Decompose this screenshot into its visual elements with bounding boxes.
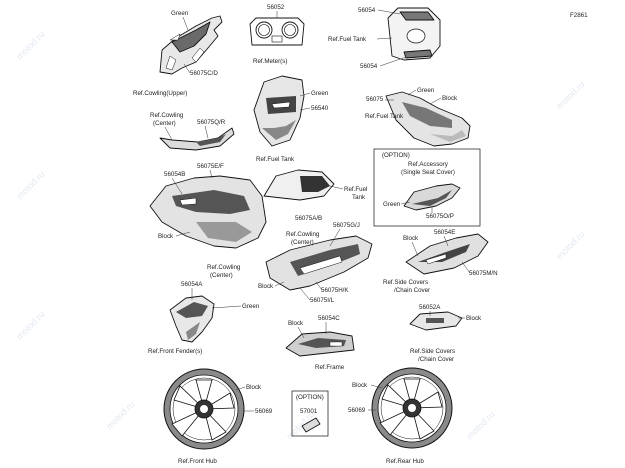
fuel-tank-top-decal [387, 7, 441, 61]
tank-side-decal [385, 91, 471, 147]
center-cowling-small-decal [159, 127, 235, 151]
part-number: 56069 [255, 408, 273, 415]
part-number: 56075G/J [333, 222, 360, 229]
color-label: Block [442, 95, 458, 102]
ref-label: (Center) [210, 272, 233, 279]
color-label: Block [258, 283, 274, 290]
ref-label: Ref.Rear Hub [386, 458, 424, 465]
part-number: 56075 [366, 96, 384, 103]
ref-label: Ref.Cowling [207, 264, 241, 271]
part-number: 56075Q/R [197, 119, 226, 126]
fuel-tank-small-decal [263, 169, 335, 201]
rear-wheel-decal [371, 367, 453, 449]
part-number: 56052A [419, 304, 441, 311]
watermark-text: motod.ru [554, 229, 586, 261]
watermark-text: motod.ru [554, 79, 586, 111]
center-cowling-middle-decal [265, 235, 373, 291]
part-number: 56075E/F [197, 163, 224, 170]
watermark-text: motod.ru [14, 169, 46, 201]
part-number: 56054E [434, 229, 455, 236]
ref-label: /Chain Cover [418, 356, 454, 363]
ref-label: Ref.Front Fender(s) [148, 348, 202, 355]
frame-decal [285, 331, 355, 357]
cowling-upper-decal [159, 15, 223, 75]
color-label: Block [466, 315, 482, 322]
color-label: Green [417, 87, 435, 94]
part-number: 57001 [300, 408, 318, 415]
center-cowling-left-decal [149, 175, 267, 249]
color-label: Green [311, 90, 329, 97]
part-number: 56069 [348, 407, 366, 414]
part-number: 56054A [181, 281, 203, 288]
watermark-text: motod.ru [104, 399, 136, 431]
ref-label: Ref.Fuel Tank [328, 36, 367, 43]
front-wheel-decal [163, 368, 245, 450]
color-label: Block [352, 382, 368, 389]
part-number: 56075A/B [295, 215, 322, 222]
part-number: 56052 [267, 4, 285, 11]
ref-label: Tank [352, 194, 366, 201]
ref-label: (Center) [291, 239, 314, 246]
chain-cover-decal [409, 311, 463, 331]
ref-label: Ref.Side Covers [410, 348, 455, 355]
ref-label: Ref.Fuel [344, 186, 367, 193]
side-cover-decal [405, 233, 489, 275]
seat-cover-option-box: (OPTION) Ref.Accessory (Single Seat Cove… [373, 148, 481, 227]
front-fender-decal [169, 295, 215, 343]
watermark-text: motod.ru [464, 409, 496, 441]
tool-option-box: (OPTION) 57001 [291, 390, 329, 437]
fuel-tank-center-decal [253, 75, 305, 147]
ref-label: /Chain Cover [394, 287, 430, 294]
ref-label: (Single Seat Cover) [401, 169, 455, 176]
watermark-text: motod.ru [14, 29, 46, 61]
color-label: Green [383, 201, 401, 208]
part-number: 56075O/P [426, 213, 454, 220]
part-number: 56054C [318, 315, 340, 322]
color-label: Block [288, 320, 304, 327]
ref-label: Ref.Side Covers [383, 279, 428, 286]
color-label: Block [246, 384, 262, 391]
color-label: Green [242, 303, 260, 310]
ref-label: Ref.Front Hub [178, 458, 217, 465]
part-number: 56075C/D [190, 70, 218, 77]
part-number: 56075I/L [310, 297, 335, 304]
color-label: Green [171, 10, 189, 17]
option-title: (OPTION) [382, 152, 410, 159]
part-number: 56054 [360, 63, 378, 70]
ref-label: Ref.Meter(s) [253, 58, 287, 65]
ref-label: Ref.Cowling(Upper) [133, 90, 187, 97]
meter-decal [249, 17, 305, 46]
part-number: 56054B [164, 171, 185, 178]
part-number: 56540 [311, 105, 329, 112]
ref-label: Ref.Fuel Tank [365, 113, 404, 120]
ref-label: Ref.Fuel Tank [256, 156, 295, 163]
ref-label: Ref.Accessory [408, 161, 449, 168]
ref-label: (Center) [153, 120, 176, 127]
ref-label: Ref.Cowling [150, 112, 184, 119]
part-number: 56075H/K [321, 287, 349, 294]
color-label: Block [158, 233, 174, 240]
ref-label: Ref.Frame [315, 364, 345, 371]
part-number: 56054 [358, 7, 376, 14]
option-title: (OPTION) [296, 394, 324, 401]
watermark-text: motod.ru [14, 309, 46, 341]
ref-label: Ref.Cowling [286, 231, 320, 238]
part-number: 56075M/N [469, 270, 498, 277]
color-label: Block [403, 235, 419, 242]
figure-code: F2861 [570, 12, 588, 19]
